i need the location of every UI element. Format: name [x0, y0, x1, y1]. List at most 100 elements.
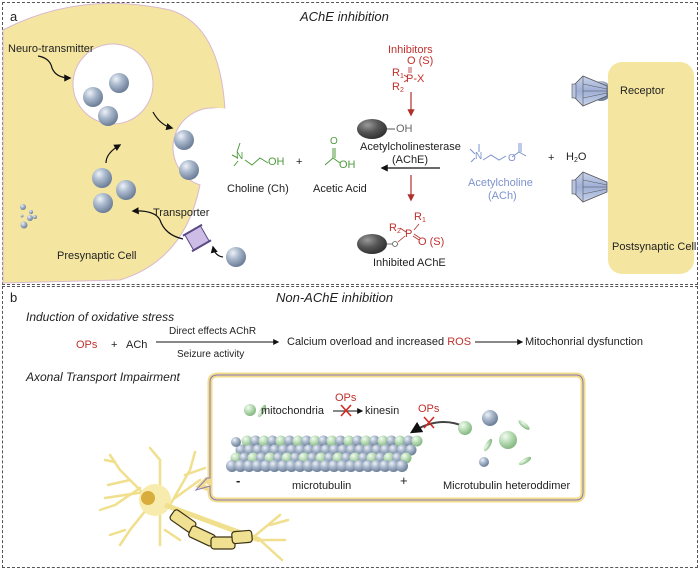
tubulin-dimer-rod — [257, 404, 267, 418]
tubulin-subunit — [328, 460, 340, 472]
plus-label: + — [111, 339, 118, 351]
tubulin-subunit — [260, 460, 272, 472]
water-h: H — [566, 151, 574, 163]
acetylcholine-abbr: (ACh) — [488, 190, 517, 202]
postsynaptic-label: Postsynaptic Cell — [612, 241, 697, 253]
tubulin-dimer — [499, 431, 517, 449]
postsynaptic-cell — [608, 62, 694, 274]
tubulin-subunit — [309, 435, 321, 447]
tubulin-dimer — [458, 421, 472, 435]
curved-arrows — [37, 55, 224, 258]
ir2: R — [389, 222, 397, 234]
acid-o: O — [330, 136, 338, 147]
ir1-sub: 1 — [421, 217, 426, 224]
tubulin-dimer-rod — [483, 438, 493, 452]
tubulin-subunit — [387, 460, 400, 472]
ops-label: OPs — [76, 339, 98, 351]
ops-block-1: OPs — [335, 392, 357, 404]
panel-b — [2, 286, 698, 568]
inhibitor-bonds — [403, 67, 412, 83]
tubulin-subunit — [352, 435, 363, 447]
ache-abbr: (AChE) — [392, 154, 429, 166]
ros-text: ROS — [447, 336, 472, 348]
presynaptic-label: Presynaptic Cell — [57, 250, 137, 262]
ach-n: N — [475, 151, 483, 162]
ach-label: ACh — [126, 339, 148, 351]
inhibitor-px: P-X — [406, 73, 425, 85]
acid-oh: OH — [339, 159, 356, 171]
kinesin-label: kinesin — [365, 405, 400, 417]
ops-block-2: OPs — [418, 403, 440, 415]
receptor-label: Receptor — [620, 85, 665, 97]
tubulin-dimer-rod — [518, 456, 532, 466]
tubulin-subunit — [318, 435, 329, 447]
tubulin-subunit — [301, 435, 312, 447]
acetylcholine-label: Acetylcholine — [468, 177, 533, 189]
calcium-label: Calcium overload and increased ROS — [287, 337, 471, 348]
neurotransmitter-label: Neuro-transmitter — [8, 43, 94, 55]
inhibited-ache-label: Inhibited AChE — [373, 257, 446, 269]
ache-oh: OH — [396, 123, 413, 135]
tubulin-subunit — [396, 460, 408, 472]
tubulin-subunit — [319, 460, 332, 472]
heterodimers — [231, 404, 532, 467]
inhibited-r1: R1 — [414, 211, 426, 225]
small-vesicles — [20, 204, 37, 229]
axonal-transport-title: Axonal Transport Impairment — [26, 370, 180, 384]
tubulin-subunit — [268, 460, 281, 472]
inhibitor-o-s: O (S) — [407, 55, 434, 67]
choline-label: Choline (Ch) — [227, 183, 289, 195]
water-o: O — [577, 151, 587, 163]
panel-b-title: Non-AChE inhibition — [276, 290, 394, 305]
mito-dysfunction-label: Mitochonrial dysfunction — [525, 336, 644, 348]
choline-oh: OH — [268, 156, 285, 168]
tubulin-subunit — [411, 435, 423, 447]
inhibitor-r1: R1 — [392, 68, 404, 81]
tubulin-subunit — [302, 460, 315, 472]
tubulin-subunit — [386, 435, 397, 447]
inhibited-o-s: O (S) — [418, 236, 445, 248]
tubulin-subunit — [241, 435, 253, 447]
tubulin-subunit — [251, 460, 264, 472]
ir2-sub: 2 — [396, 228, 401, 235]
tubulin-subunit — [345, 460, 357, 472]
r1-sub: 1 — [399, 73, 404, 80]
tubulin-subunit — [277, 460, 289, 472]
tubulin-subunit — [226, 460, 238, 472]
plus-end: + — [400, 473, 408, 488]
tubulin-dimer-rod — [518, 420, 530, 430]
inhibited-p: P — [405, 228, 413, 240]
neuron-icon — [98, 446, 290, 562]
transporter-label: Transporter — [153, 207, 210, 219]
tubulin-subunit — [403, 435, 414, 447]
direct-effects-label: Direct effects AChR — [169, 326, 257, 337]
block-x-icon-2 — [423, 416, 435, 429]
tubulin-subunit — [258, 435, 270, 447]
panel-a-label: a — [10, 9, 18, 24]
inhibited-r2: R2 — [389, 222, 401, 236]
ir1: R — [414, 211, 422, 223]
tubulin-subunit — [370, 460, 383, 472]
inhibited-ache-enzyme — [357, 234, 387, 254]
plus-sign-2: + — [548, 152, 555, 164]
ache-name: Acetylcholinesterase — [360, 141, 461, 153]
microtubulin-label: microtubulin — [292, 480, 352, 492]
choline-structure — [231, 142, 269, 167]
tubulin-subunit — [353, 460, 366, 472]
tubulin-dimer — [482, 410, 498, 426]
water-sub: 2 — [573, 157, 578, 164]
ache-enzyme — [357, 119, 387, 139]
tubulin-subunit — [362, 460, 374, 472]
tubulin-subunit — [267, 435, 278, 447]
plus-sign-1: + — [296, 156, 303, 168]
neurotransmitter-spheres — [83, 73, 611, 267]
acetic-acid-structure — [324, 148, 341, 166]
acetic-acid-label: Acetic Acid — [313, 183, 367, 195]
tubulin-subunit — [275, 435, 287, 447]
mitochondria-label: mitochondria — [261, 405, 324, 417]
tubulin-subunit — [284, 435, 295, 447]
tubulin-dimer — [244, 404, 256, 416]
acetylcholine-structure — [469, 143, 527, 163]
microtubule — [226, 435, 423, 472]
